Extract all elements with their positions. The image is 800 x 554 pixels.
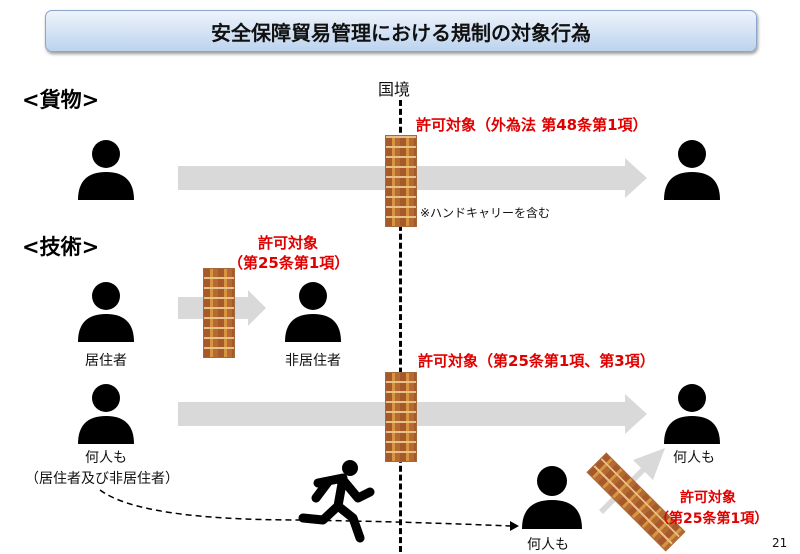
goods-permit-label: 許可対象（外為法 第48条第1項） bbox=[416, 116, 648, 134]
tech-brick-wall bbox=[385, 372, 417, 462]
goods-brick-wall bbox=[385, 135, 417, 227]
border-line bbox=[399, 100, 402, 552]
page-title: 安全保障貿易管理における規制の対象行為 bbox=[45, 10, 757, 52]
person-icon bbox=[78, 140, 134, 200]
resident-arrow-head bbox=[248, 290, 266, 326]
resident-person-icon bbox=[78, 282, 134, 342]
nonresident-label: 非居住者 bbox=[285, 353, 341, 369]
goods-heading: <貨物> bbox=[22, 88, 100, 112]
anyone-abroad-person-icon bbox=[522, 466, 582, 529]
permit3-line2: （第25条第1項） bbox=[655, 511, 769, 527]
anyone-abroad-label: 何人も bbox=[527, 537, 569, 553]
permit1-line2: （第25条第1項） bbox=[228, 254, 350, 272]
person-icon bbox=[664, 140, 720, 200]
resident-brick-wall bbox=[203, 268, 235, 358]
permit3-line1: 許可対象 bbox=[680, 490, 736, 506]
tech-heading: <技術> bbox=[22, 235, 100, 259]
border-label: 国境 bbox=[378, 80, 411, 99]
permit1-line1: 許可対象 bbox=[258, 234, 319, 252]
anyone-note: （居住者及び非居住者） bbox=[25, 471, 179, 487]
goods-arrow-head bbox=[625, 158, 647, 198]
nonresident-person-icon bbox=[285, 282, 341, 342]
anyone-person-icon bbox=[78, 384, 134, 444]
anyone-right-label: 何人も bbox=[673, 450, 715, 466]
permit2-label: 許可対象（第25条第1項、第3項） bbox=[418, 352, 655, 370]
anyone-arrow-head bbox=[625, 394, 647, 434]
page-number: 21 bbox=[772, 536, 788, 550]
anyone-label: 何人も bbox=[85, 450, 127, 466]
goods-note: ※ハンドキャリーを含む bbox=[420, 206, 551, 220]
running-person-icon bbox=[298, 460, 375, 543]
anyone-right-person-icon bbox=[664, 384, 720, 444]
resident-label: 居住者 bbox=[85, 353, 127, 369]
